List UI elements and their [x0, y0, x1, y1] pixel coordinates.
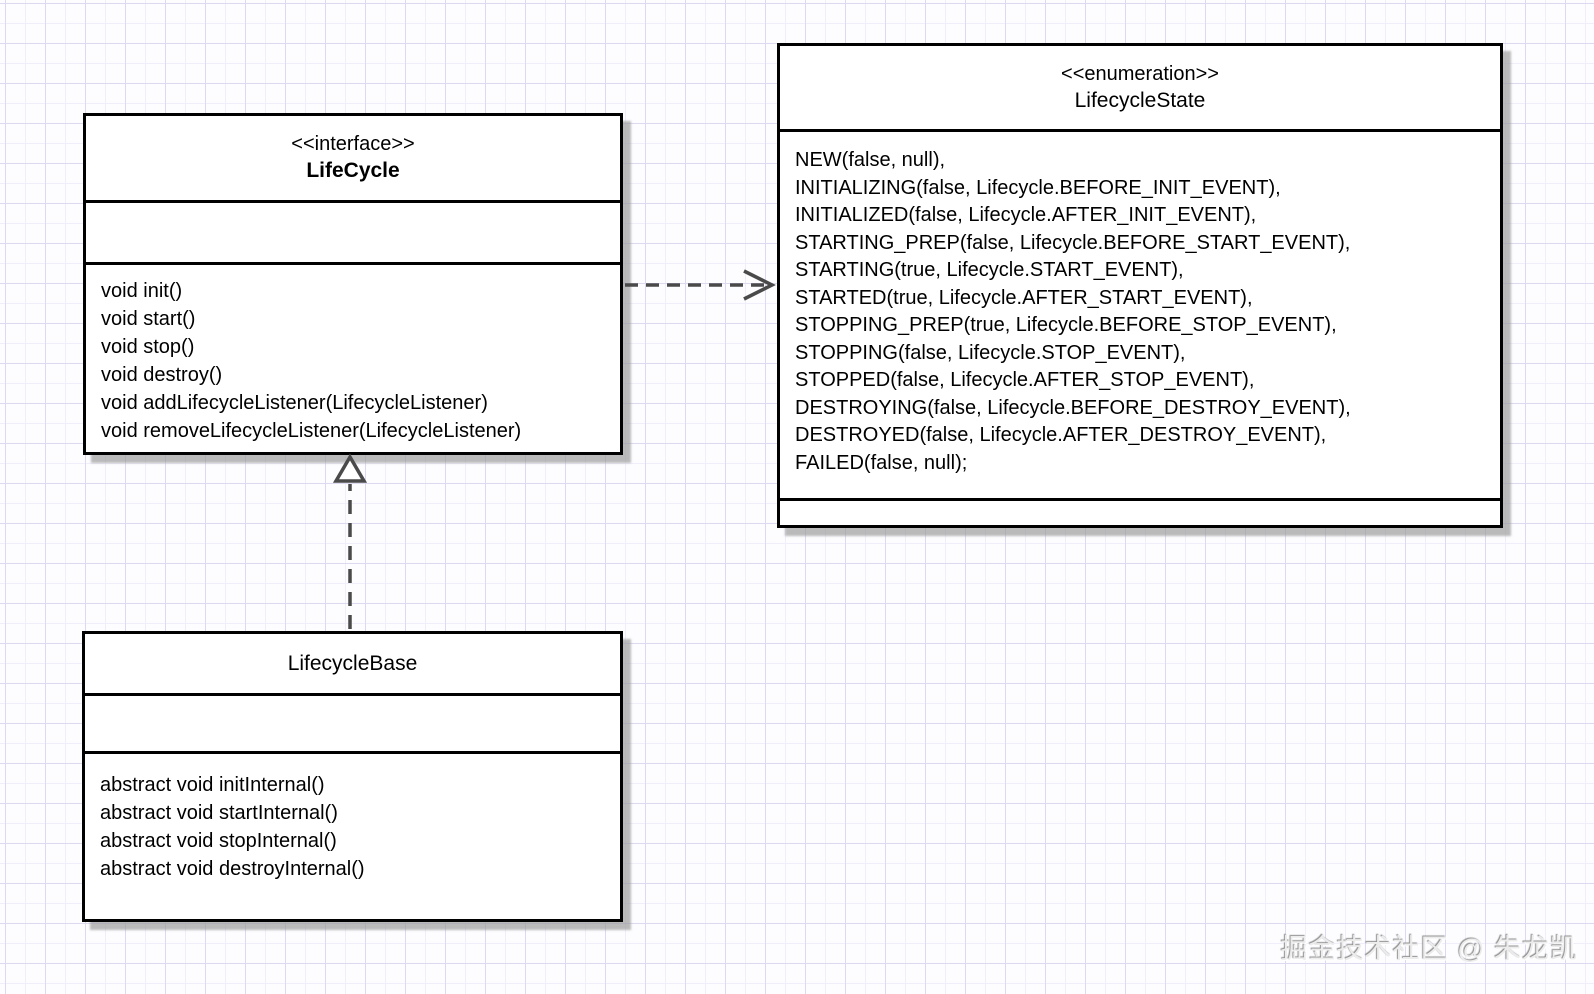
enum-value-line: STOPPING(false, Lifecycle.STOP_EVENT), — [795, 341, 1186, 364]
interface-box-lifecycle: <<interface>> LifeCycle void init()void … — [83, 113, 623, 455]
method-line: void destroy() — [101, 364, 223, 386]
interface-stereotype: <<interface>> — [291, 133, 415, 155]
method-line: void init() — [101, 280, 183, 302]
enum-value-line: STARTING_PREP(false, Lifecycle.BEFORE_ST… — [795, 231, 1351, 254]
method-line: void removeLifecycleListener(LifecycleLi… — [101, 420, 522, 442]
interface-methods-compartment: void init() void start() void stop() void d… — [86, 262, 620, 452]
enum-value-line: INITIALIZING(false, Lifecycle.BEFORE_INI… — [795, 176, 1281, 199]
enum-value-line: DESTROYED(false, Lifecycle.AFTER_DESTROY… — [795, 424, 1327, 446]
realization-arrow-lifecyclebase-to-lifecycle — [332, 453, 368, 629]
enum-value-line: STARTED(true, Lifecycle.AFTER_START_EVEN… — [795, 286, 1253, 309]
enum-value-line: NEW(false, null), — [795, 149, 946, 171]
class-methods-compartment: abstract void initInternal() abstract voi… — [85, 751, 620, 919]
method-line: abstract void initInternal() — [100, 774, 325, 796]
enum-name: LifecycleState — [1074, 88, 1206, 112]
enum-title-compartment: <<enumeration>> LifecycleState — [780, 46, 1500, 129]
enum-value-line: STOPPING_PREP(true, Lifecycle.BEFORE_STO… — [795, 314, 1337, 336]
enum-value-line: INITIALIZED(false, Lifecycle.AFTER_INIT_… — [795, 204, 1257, 226]
enum-methods-compartment — [780, 498, 1500, 525]
class-name: LifecycleBase — [287, 651, 418, 675]
enum-values-compartment: NEW(false, null), INITIALIZING(false, Lif… — [780, 129, 1500, 498]
method-line: void start() — [101, 308, 196, 330]
method-line: abstract void stopInternal() — [100, 830, 337, 852]
method-line: abstract void destroyInternal() — [100, 858, 365, 880]
enum-stereotype: <<enumeration>> — [1061, 62, 1219, 85]
open-arrowhead-icon — [743, 269, 776, 301]
enum-box-lifecyclestate: <<enumeration>> LifecycleState NEW(false… — [777, 43, 1503, 528]
hollow-triangle-arrowhead-icon — [332, 453, 368, 483]
dependency-arrow-lifecycle-to-lifecyclestate — [625, 269, 776, 301]
interface-name: LifeCycle — [306, 159, 400, 182]
enum-value-line: STOPPED(false, Lifecycle.AFTER_STOP_EVEN… — [795, 369, 1255, 391]
interface-fields-compartment — [86, 200, 620, 262]
enum-value-line: STARTING(true, Lifecycle.START_EVENT), — [795, 259, 1184, 281]
enum-value-line: DESTROYING(false, Lifecycle.BEFORE_DESTR… — [795, 396, 1351, 419]
watermark-text: 掘金技术社区 @ 朱龙凯 — [1280, 934, 1578, 964]
method-line: abstract void startInternal() — [100, 802, 338, 824]
enum-value-line: FAILED(false, null); — [795, 451, 968, 474]
class-box-lifecyclebase: LifecycleBase abstract void initInternal… — [82, 631, 623, 922]
class-title-compartment: LifecycleBase — [85, 634, 620, 693]
interface-title-compartment: <<interface>> LifeCycle — [86, 116, 620, 200]
class-fields-compartment — [85, 693, 620, 751]
method-line: void addLifecycleListener(LifecycleListe… — [101, 392, 488, 414]
method-line: void stop() — [101, 336, 195, 358]
